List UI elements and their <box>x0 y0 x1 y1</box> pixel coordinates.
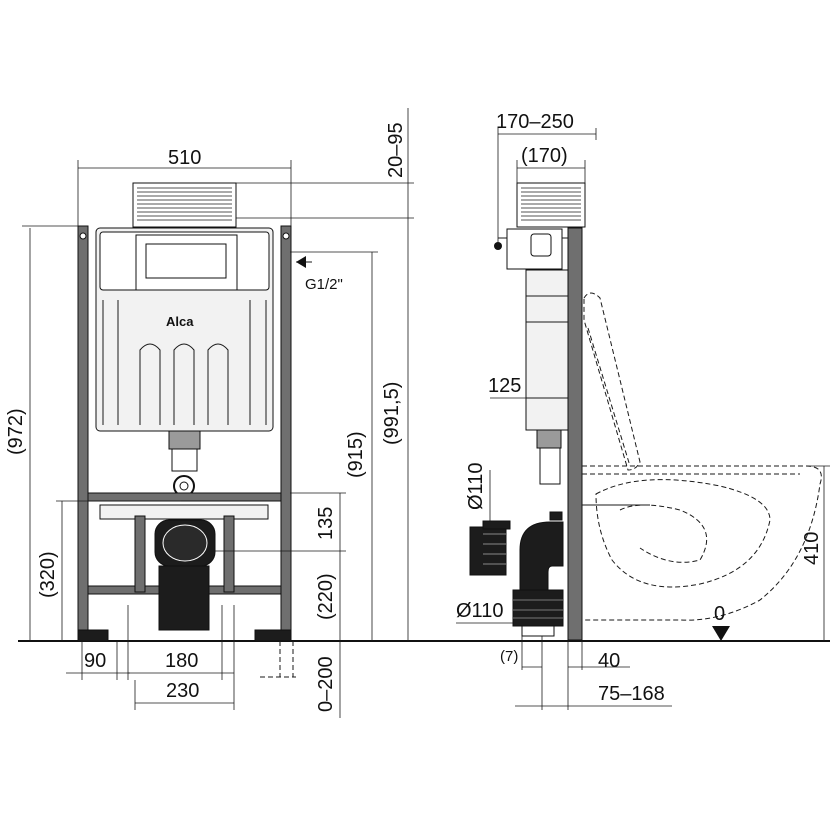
dim-bowl-410: 410 <box>801 532 823 565</box>
dim-depth-170: (170) <box>521 145 568 167</box>
dim-pipe-110-upper: Ø110 <box>465 463 487 510</box>
wc-bowl-outline <box>582 465 822 621</box>
dim-90: 90 <box>84 650 106 672</box>
brand-logo: Alca <box>166 314 194 329</box>
floor-zero-label: 0 <box>714 603 725 625</box>
dim-height-915: (915) <box>345 431 367 478</box>
pipe-sleeve <box>469 526 507 576</box>
dim-tank-125: 125 <box>488 375 521 397</box>
dim-220: (220) <box>315 573 337 620</box>
inlet-label: G1/2" <box>305 276 343 293</box>
dim-0-200: 0–200 <box>315 656 337 712</box>
side-cistern <box>525 269 569 431</box>
dim-height-991: (991,5) <box>381 382 403 445</box>
dim-height-320: (320) <box>37 551 59 598</box>
dim-230: 230 <box>166 680 199 702</box>
frame-left-upright <box>77 225 89 631</box>
dim-pipe-110-lower: Ø110 <box>456 600 503 622</box>
dim-depth-75-168: 75–168 <box>598 683 665 705</box>
side-frame-upright <box>567 227 583 641</box>
dim-width-510: 510 <box>168 147 201 169</box>
dim-20-95: 20–95 <box>385 122 407 178</box>
dim-180: 180 <box>165 650 198 672</box>
dim-height-972: (972) <box>5 408 27 455</box>
front-view: Alca G1/2" 510 (972) (915) <box>5 108 414 718</box>
frame-right-upright <box>280 225 292 631</box>
dim-135: 135 <box>315 507 337 540</box>
frame-upper-rail <box>87 492 282 502</box>
dim-depth-170-250: 170–250 <box>496 111 574 133</box>
side-view: 0 170–250 (170) 125 Ø110 Ø110 (7) 40 75–… <box>456 111 830 710</box>
dim-depth-40: 40 <box>598 650 620 672</box>
wc-seat-cover <box>583 292 641 471</box>
side-outlet-bend <box>519 521 564 595</box>
dim-offset-7: (7) <box>500 648 518 665</box>
